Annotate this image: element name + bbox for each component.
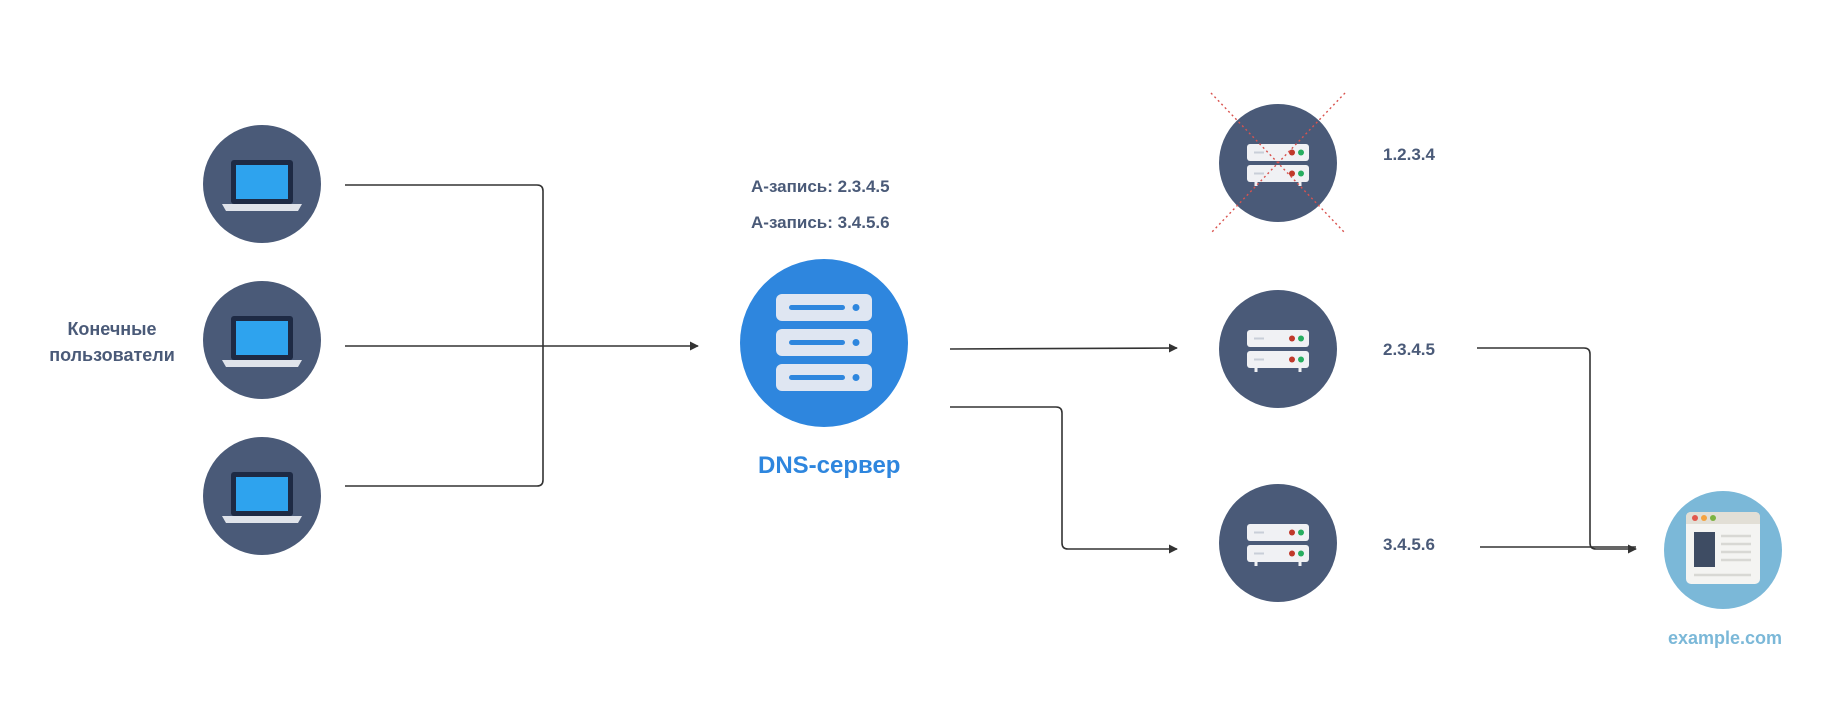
cross-icon [1210, 92, 1346, 234]
a-record-2: А-запись: 3.4.5.6 [751, 213, 890, 232]
connectors [345, 184, 1637, 554]
a-record-1: А-запись: 2.3.4.5 [751, 177, 890, 196]
server-rack-icon [1247, 144, 1309, 186]
connector-server-2-to-site [1477, 347, 1637, 554]
connector-dns-to-server-2 [949, 343, 1178, 353]
end-users-label-line2: пользователи [49, 345, 175, 365]
server-rack-icon [1247, 330, 1309, 372]
server-ip-2: 2.3.4.5 [1383, 340, 1435, 359]
connector-dns-to-server-3 [950, 406, 1178, 554]
end-users-label-line1: Конечные [67, 319, 157, 339]
server-node-3 [1219, 484, 1337, 602]
server-icon [776, 294, 872, 391]
browser-window-icon [1686, 512, 1760, 584]
dns-server-node [740, 259, 908, 427]
website-label: example.com [1668, 628, 1783, 648]
server-node-2 [1219, 290, 1337, 408]
server-ip-3: 3.4.5.6 [1383, 535, 1435, 554]
user-node-2 [203, 281, 321, 399]
server-node-1 [1210, 92, 1346, 234]
user-node-1 [203, 125, 321, 243]
connector-user-1 [345, 184, 544, 487]
laptop-icon [222, 316, 302, 367]
end-users-label: Конечные пользователи [40, 316, 184, 368]
server-ip-1: 1.2.3.4 [1383, 145, 1435, 164]
user-node-3 [203, 437, 321, 555]
laptop-icon [222, 160, 302, 211]
dns-server-label: DNS-сервер [758, 452, 901, 479]
laptop-icon [222, 472, 302, 523]
website-node [1664, 491, 1782, 609]
server-rack-icon [1247, 524, 1309, 566]
